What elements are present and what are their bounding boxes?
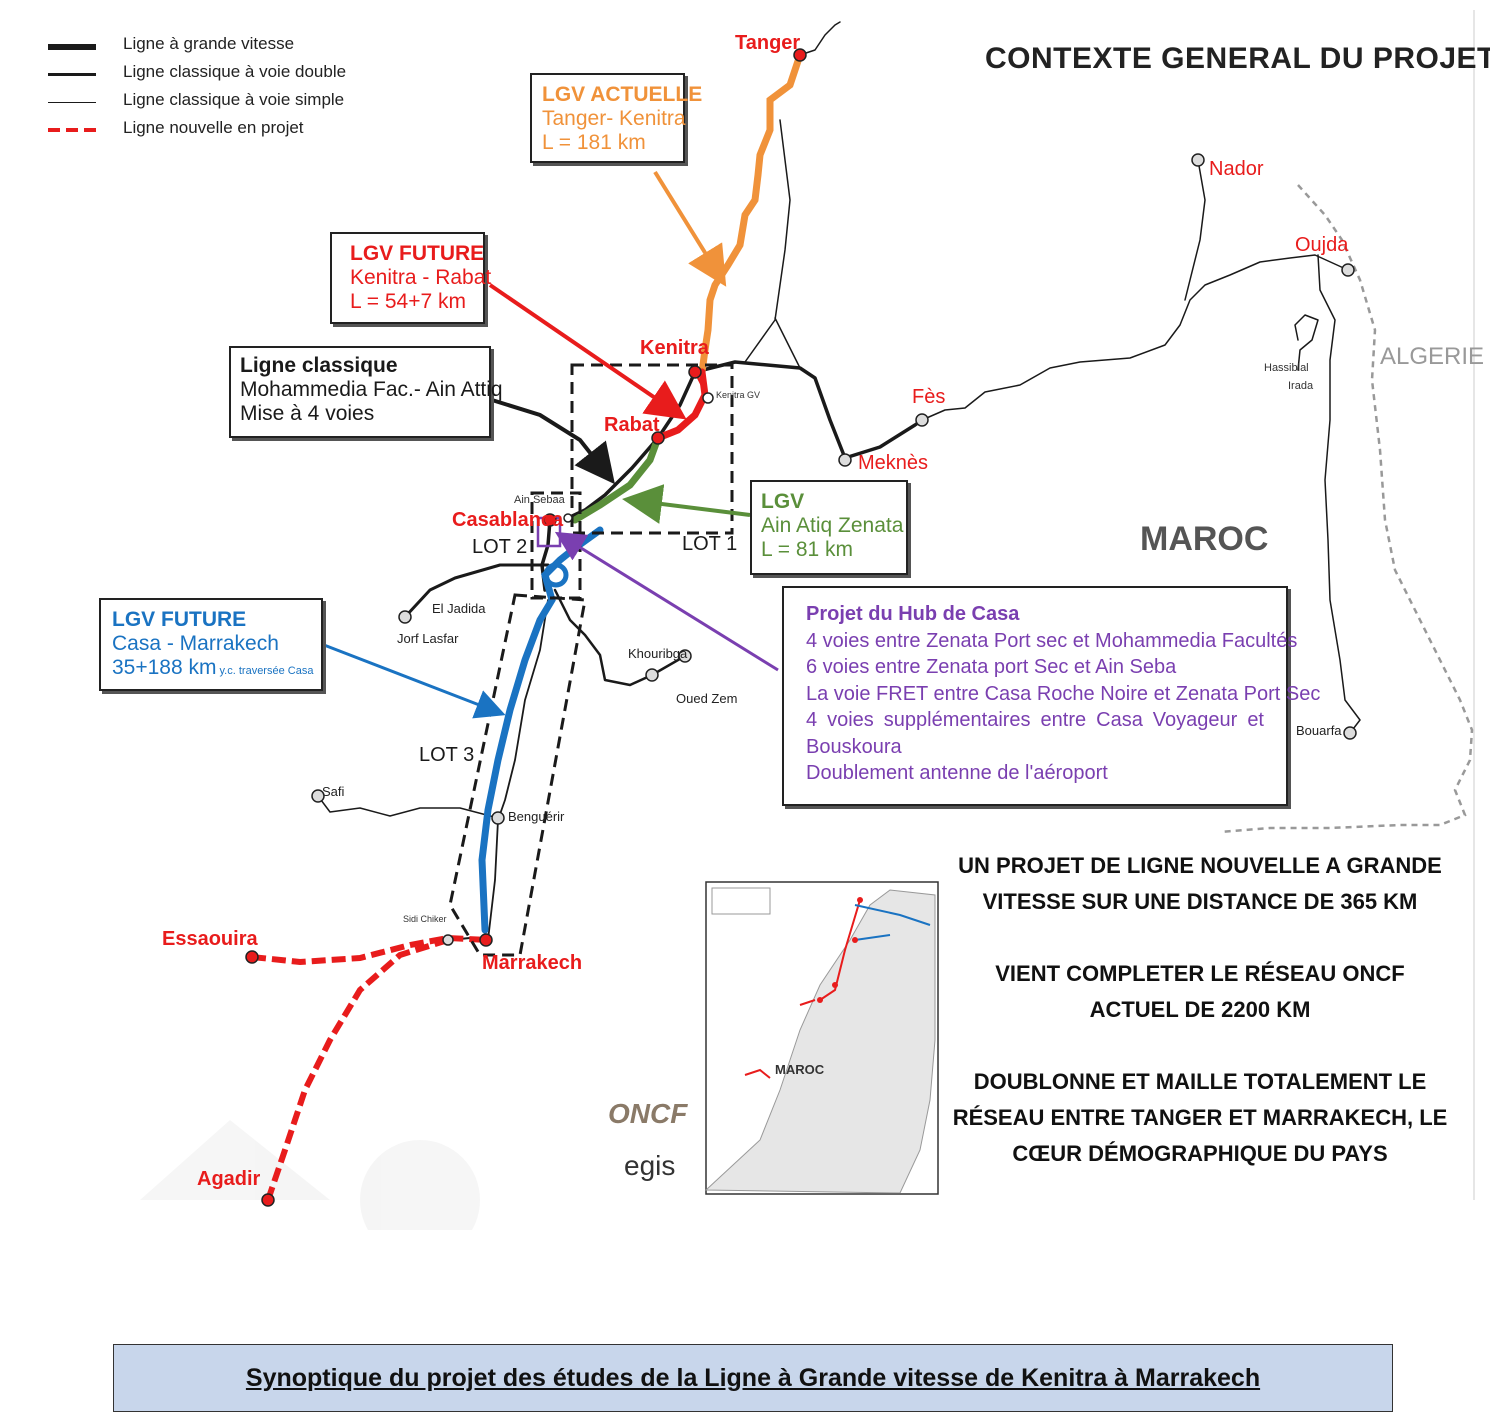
box-line: 6 voies entre Zenata port Sec et Ain Seb… bbox=[806, 656, 1177, 678]
summary-demography: DOUBLONNE ET MAILLE TOTALEMENT LE RÉSEAU… bbox=[952, 1069, 1448, 1166]
box-title: Ligne classique bbox=[240, 354, 398, 377]
box-line: L = 54+7 km bbox=[350, 290, 466, 314]
lgv-actuelle-line bbox=[698, 51, 804, 376]
box-line: La voie FRET entre Casa Roche Noire et Z… bbox=[806, 682, 1321, 705]
legend-swatch-simple bbox=[48, 102, 96, 103]
summary-distance: UN PROJET DE LIGNE NOUVELLE A GRANDE VIT… bbox=[958, 853, 1442, 914]
box-line: 4 voies entre Zenata Port sec et Mohamme… bbox=[806, 629, 1298, 652]
place-meknes: Meknès bbox=[858, 452, 929, 474]
caption-text: Synoptique du projet des études de la Li… bbox=[245, 1363, 1261, 1392]
place-kenitra: Kenitra bbox=[640, 337, 709, 359]
arrow-lgv-kenitra-rabat bbox=[488, 283, 687, 420]
place-irada: Irada bbox=[1288, 380, 1314, 392]
lot-1-label: LOT 1 bbox=[682, 533, 738, 555]
place-benguerir: Benguérir bbox=[508, 809, 565, 824]
box-line: Mise à 4 voies bbox=[240, 402, 375, 426]
arrow-ligne-classique bbox=[491, 398, 615, 485]
egis-logo: egis bbox=[624, 1150, 675, 1182]
egis-logo-text: egis bbox=[624, 1150, 676, 1181]
place-khouribga: Khouribga bbox=[628, 646, 688, 661]
oncf-logo: ONCF bbox=[608, 1098, 688, 1129]
map-title: CONTEXTE GENERAL DU PROJET bbox=[985, 42, 1490, 75]
place-algerie: ALGERIE bbox=[1380, 343, 1485, 370]
arrow-hub bbox=[554, 531, 779, 672]
place-tanger: Tanger bbox=[735, 32, 801, 54]
inset-map bbox=[704, 881, 939, 1195]
box-line: L = 181 km bbox=[542, 131, 646, 155]
legend-label: Ligne nouvelle en projet bbox=[123, 118, 304, 137]
box-line: Ain Atiq Zenata bbox=[761, 514, 904, 538]
arrow-lgv-ain-atiq bbox=[622, 484, 751, 524]
box-hub-casa: Projet du Hub de Casa 4 voies entre Zena… bbox=[782, 586, 1321, 806]
legend-label: Ligne à grande vitesse bbox=[123, 34, 295, 53]
box-line: Bouskoura bbox=[806, 735, 902, 758]
box-lgv-future-kenitra-rabat: LGV FUTURE Kenitra - Rabat L = 54+7 km bbox=[330, 232, 492, 324]
lgv-casa-marrakech-line bbox=[478, 526, 604, 934]
place-nador: Nador bbox=[1209, 158, 1264, 180]
legend-swatch-projet bbox=[48, 128, 96, 132]
algeria-border bbox=[1219, 184, 1474, 834]
legend-swatch-double bbox=[48, 73, 96, 76]
place-rabat: Rabat bbox=[604, 414, 660, 436]
background-watermark bbox=[140, 1120, 480, 1230]
place-bouarfa: Bouarfa bbox=[1296, 723, 1342, 738]
box-line: L = 81 km bbox=[761, 538, 854, 562]
projected-lines bbox=[251, 934, 489, 1201]
figure-caption: Synoptique du projet des études de la Li… bbox=[113, 1344, 1393, 1412]
project-summary: UN PROJET DE LIGNE NOUVELLE A GRANDE VIT… bbox=[950, 848, 1450, 1172]
place-essaouira: Essaouira bbox=[162, 928, 258, 950]
summary-network: VIENT COMPLETER LE RÉSEAU ONCF ACTUEL DE… bbox=[995, 961, 1405, 1022]
box-title: LGV bbox=[761, 490, 805, 513]
place-safi: Safi bbox=[322, 784, 345, 799]
box-ligne-classique: Ligne classique Mohammedia Fac.- Ain Att… bbox=[229, 346, 503, 438]
place-maroc: MAROC bbox=[1140, 520, 1269, 558]
box-lgv-actuelle: LGV ACTUELLE Tanger- Kenitra L = 181 km bbox=[530, 73, 703, 163]
place-oujda: Oujda bbox=[1295, 234, 1349, 256]
place-hassi-blal: Hassiblal bbox=[1264, 362, 1309, 374]
place-casablanca: Casablanca bbox=[452, 509, 564, 531]
box-lgv-ain-atiq: LGV Ain Atiq Zenata L = 81 km bbox=[750, 480, 908, 575]
legend-label: Ligne classique à voie double bbox=[123, 62, 347, 81]
inset-maroc-label: MAROC bbox=[775, 1062, 825, 1077]
box-title: LGV FUTURE bbox=[112, 608, 247, 631]
place-fes: Fès bbox=[912, 386, 946, 408]
station-markers bbox=[245, 48, 1357, 1207]
box-line: Casa - Marrakech bbox=[112, 632, 279, 656]
box-line: Doublement antenne de l'aéroport bbox=[806, 762, 1108, 784]
box-line: Mohammedia Fac.- Ain Attiq bbox=[240, 378, 503, 402]
lot-3-label: LOT 3 bbox=[419, 744, 475, 766]
box-title: LGV ACTUELLE bbox=[542, 83, 703, 106]
place-sidi-chiker: Sidi Chiker bbox=[403, 914, 447, 924]
legend-label: Ligne classique à voie simple bbox=[123, 90, 345, 109]
box-title: LGV FUTURE bbox=[350, 242, 485, 265]
legend-swatch-lgv bbox=[48, 44, 96, 50]
place-jorf-lasfar: Jorf Lasfar bbox=[397, 631, 459, 646]
network-map bbox=[140, 10, 1475, 1230]
place-ain-sebaa: Ain Sebaa bbox=[514, 494, 565, 506]
box-line: Tanger- Kenitra bbox=[542, 107, 686, 131]
place-marrakech: Marrakech bbox=[482, 952, 583, 974]
box-line: 4 voies supplémentaires entre Casa Voyag… bbox=[806, 709, 1264, 731]
arrow-lgv-actuelle bbox=[653, 170, 727, 287]
box-line: Kenitra - Rabat bbox=[350, 266, 492, 290]
map-area: CONTEXTE GENERAL DU PROJET Ligne à grand… bbox=[48, 10, 1490, 1230]
place-agadir: Agadir bbox=[197, 1168, 261, 1190]
box-note: y.c. traversée Casa bbox=[219, 665, 314, 678]
lot-2-label: LOT 2 bbox=[472, 536, 528, 558]
place-kenitra-gv: Kenitra GV bbox=[716, 390, 761, 400]
place-el-jadida: El Jadida bbox=[432, 601, 486, 616]
place-oued-zem: Oued Zem bbox=[676, 691, 738, 706]
box-title: Projet du Hub de Casa bbox=[806, 603, 1020, 625]
arrow-lgv-casa-marrakech bbox=[323, 643, 506, 719]
box-line-distance: 35+188 km bbox=[112, 656, 217, 680]
lgv-kenitra-rabat-line bbox=[654, 368, 709, 442]
